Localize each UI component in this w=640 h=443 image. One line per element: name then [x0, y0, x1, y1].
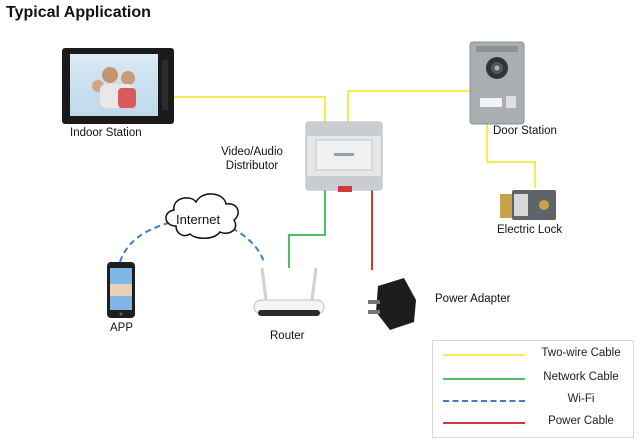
- wifi-link-router: [231, 227, 265, 263]
- legend-box: Two-wire Cable Network Cable Wi-Fi Power…: [432, 340, 634, 438]
- diagram-title: Typical Application: [6, 4, 151, 21]
- door-station-label: Door Station: [493, 125, 557, 137]
- two-wire-cable-indoor: [174, 96, 326, 122]
- power-adapter-label: Power Adapter: [435, 293, 511, 305]
- router-label: Router: [270, 330, 305, 342]
- legend-swatch-power: [443, 422, 525, 424]
- indoor-station-icon: [62, 48, 174, 124]
- legend-swatch-network: [443, 378, 525, 380]
- two-wire-cable-lock: [486, 120, 536, 188]
- legend-label-wifi: Wi-Fi: [567, 393, 595, 405]
- legend-swatch-wifi: [443, 400, 525, 402]
- legend-item-power: Power Cable: [433, 413, 633, 431]
- internet-cloud-icon: [165, 193, 239, 239]
- network-cable: [288, 190, 326, 268]
- legend-item-network: Network Cable: [433, 369, 633, 387]
- legend-swatch-two-wire: [443, 354, 525, 356]
- electric-lock-label: Electric Lock: [497, 224, 563, 236]
- app-label: APP: [110, 322, 134, 334]
- two-wire-cable-door: [347, 90, 470, 122]
- door-station-icon: [469, 41, 525, 125]
- legend-label-power: Power Cable: [548, 415, 614, 427]
- electric-lock-icon: [500, 190, 556, 220]
- router-icon: [253, 267, 325, 316]
- indoor-station-label: Indoor Station: [70, 127, 142, 139]
- legend-label-two-wire: Two-wire Cable: [541, 347, 621, 359]
- legend-item-two-wire: Two-wire Cable: [433, 345, 633, 363]
- distributor-label: Video/Audio Distributor: [221, 146, 283, 172]
- internet-label: Internet: [176, 212, 221, 227]
- wifi-link-app: [119, 221, 173, 263]
- distributor-icon: [305, 121, 383, 192]
- legend-label-network: Network Cable: [543, 371, 619, 383]
- power-adapter-icon: [368, 278, 416, 330]
- legend-item-wifi: Wi-Fi: [433, 391, 633, 409]
- app-phone-icon: [107, 262, 135, 318]
